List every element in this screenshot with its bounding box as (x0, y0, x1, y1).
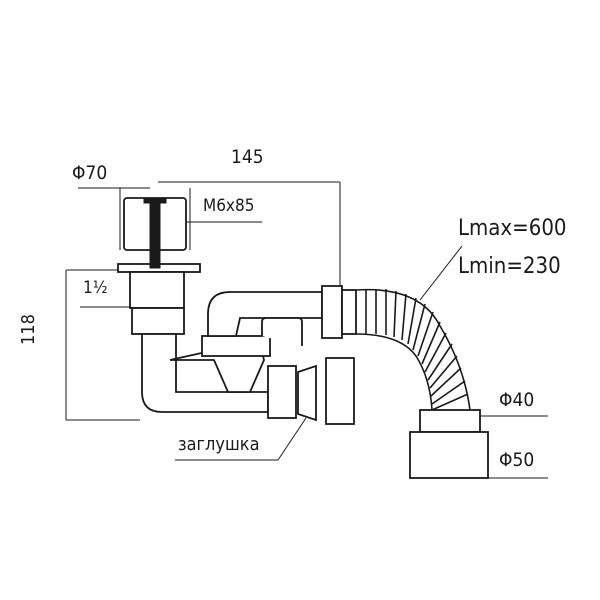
hose-inner-edge (355, 333, 433, 411)
hose-rib-14 (431, 380, 466, 405)
hose-rib-10 (424, 332, 447, 373)
diameter-70-label: Φ70 (72, 162, 108, 184)
hose-rib-8 (417, 311, 434, 357)
plug-label: заглушка (178, 434, 260, 455)
hose-rib-15 (431, 393, 469, 411)
diameter-40-label: Φ40 (499, 389, 535, 411)
bolt-size-label: M6x85 (203, 196, 255, 216)
thread-size-label: 1½ (83, 278, 108, 298)
outlet-nut (325, 357, 355, 425)
hose-rib-4 (393, 290, 397, 338)
trap-nut (201, 335, 271, 357)
plug-leader-diagonal (277, 417, 307, 461)
hose-connector-upper (321, 285, 343, 339)
hose-rib-5 (401, 293, 407, 341)
outlet-branch (267, 365, 297, 419)
bolt-head (143, 197, 167, 204)
trap-y-body (169, 351, 265, 393)
bolt-assembly (143, 197, 167, 269)
corrugated-hose (355, 288, 471, 411)
hose-rib-9 (421, 321, 441, 365)
hose-rib-11 (427, 343, 453, 381)
hose-end-fitting (409, 409, 489, 479)
hose-rib-13 (430, 367, 462, 397)
hose-end-50 (409, 431, 489, 479)
hose-lmax-label: Lmax=600 (458, 216, 567, 241)
dim-lmax-leader (419, 245, 463, 301)
overflow-bend (261, 317, 303, 346)
drain-nut (131, 307, 185, 335)
hose-rib-7 (412, 303, 426, 351)
hose-end-40 (419, 409, 481, 433)
hose-lmin-label: Lmin=230 (458, 254, 561, 279)
height-118-label: 118 (18, 314, 39, 345)
hose-rib-12 (429, 355, 458, 389)
hose-connector-collar (341, 289, 357, 335)
drain-body (129, 271, 185, 309)
length-145-label: 145 (231, 146, 264, 168)
hose-outer-edge (355, 288, 471, 411)
plug-cone (297, 364, 317, 422)
bolt-shaft (149, 201, 161, 269)
hose-rib-6 (407, 297, 417, 345)
diameter-50-label: Φ50 (499, 449, 535, 471)
